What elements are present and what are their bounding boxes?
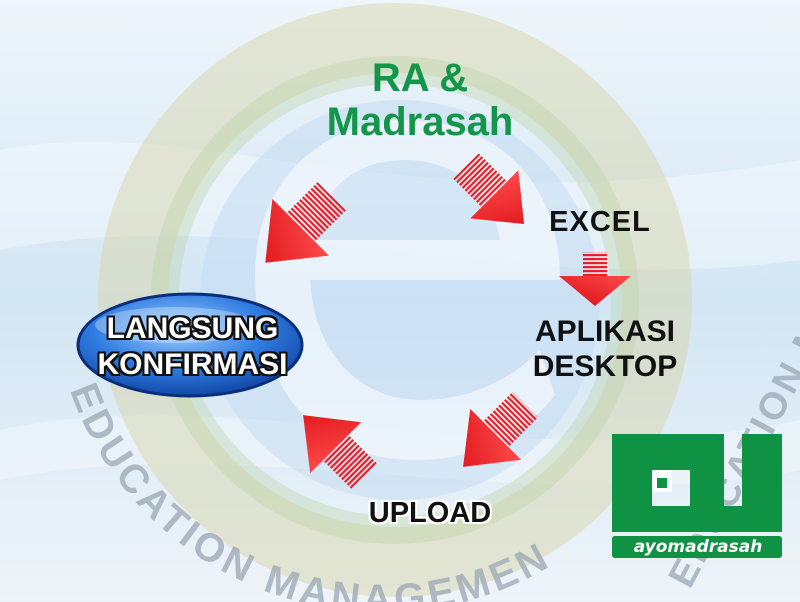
title-line-2: Madrasah	[326, 100, 514, 144]
arrow-title-to-excel	[453, 153, 525, 225]
step-confirm-line-2: KONFIRMASI	[97, 348, 288, 381]
ayomadrasah-logo	[612, 434, 782, 558]
confirm-oval-highlight	[95, 307, 255, 343]
logo-wordmark: ayomadrasah	[633, 537, 763, 557]
step-app-line-1: APLIKASI	[534, 315, 675, 348]
arrow-app-to-upload	[463, 391, 539, 467]
title-line-1: RA &	[371, 56, 469, 100]
diagram-title: RA & Madrasah	[300, 56, 540, 144]
arrow-excel-to-app	[559, 252, 631, 306]
confirm-oval	[76, 292, 304, 398]
step-confirm-label: LANGSUNG KONFIRMASI	[70, 311, 315, 383]
arrow-upload-to-confirm	[303, 415, 377, 489]
arrow-title-to-confirm	[265, 182, 346, 263]
emblem-letter-e	[255, 120, 560, 460]
step-excel-label: EXCEL	[549, 206, 651, 238]
logo-text-bar	[612, 536, 782, 558]
step-confirm-line-1: LANGSUNG	[106, 312, 279, 345]
step-app-line-2: DESKTOP	[532, 350, 678, 384]
step-upload-label: UPLOAD	[368, 497, 492, 529]
step-desktop-app-label: APLIKASI DESKTOP	[505, 314, 705, 385]
